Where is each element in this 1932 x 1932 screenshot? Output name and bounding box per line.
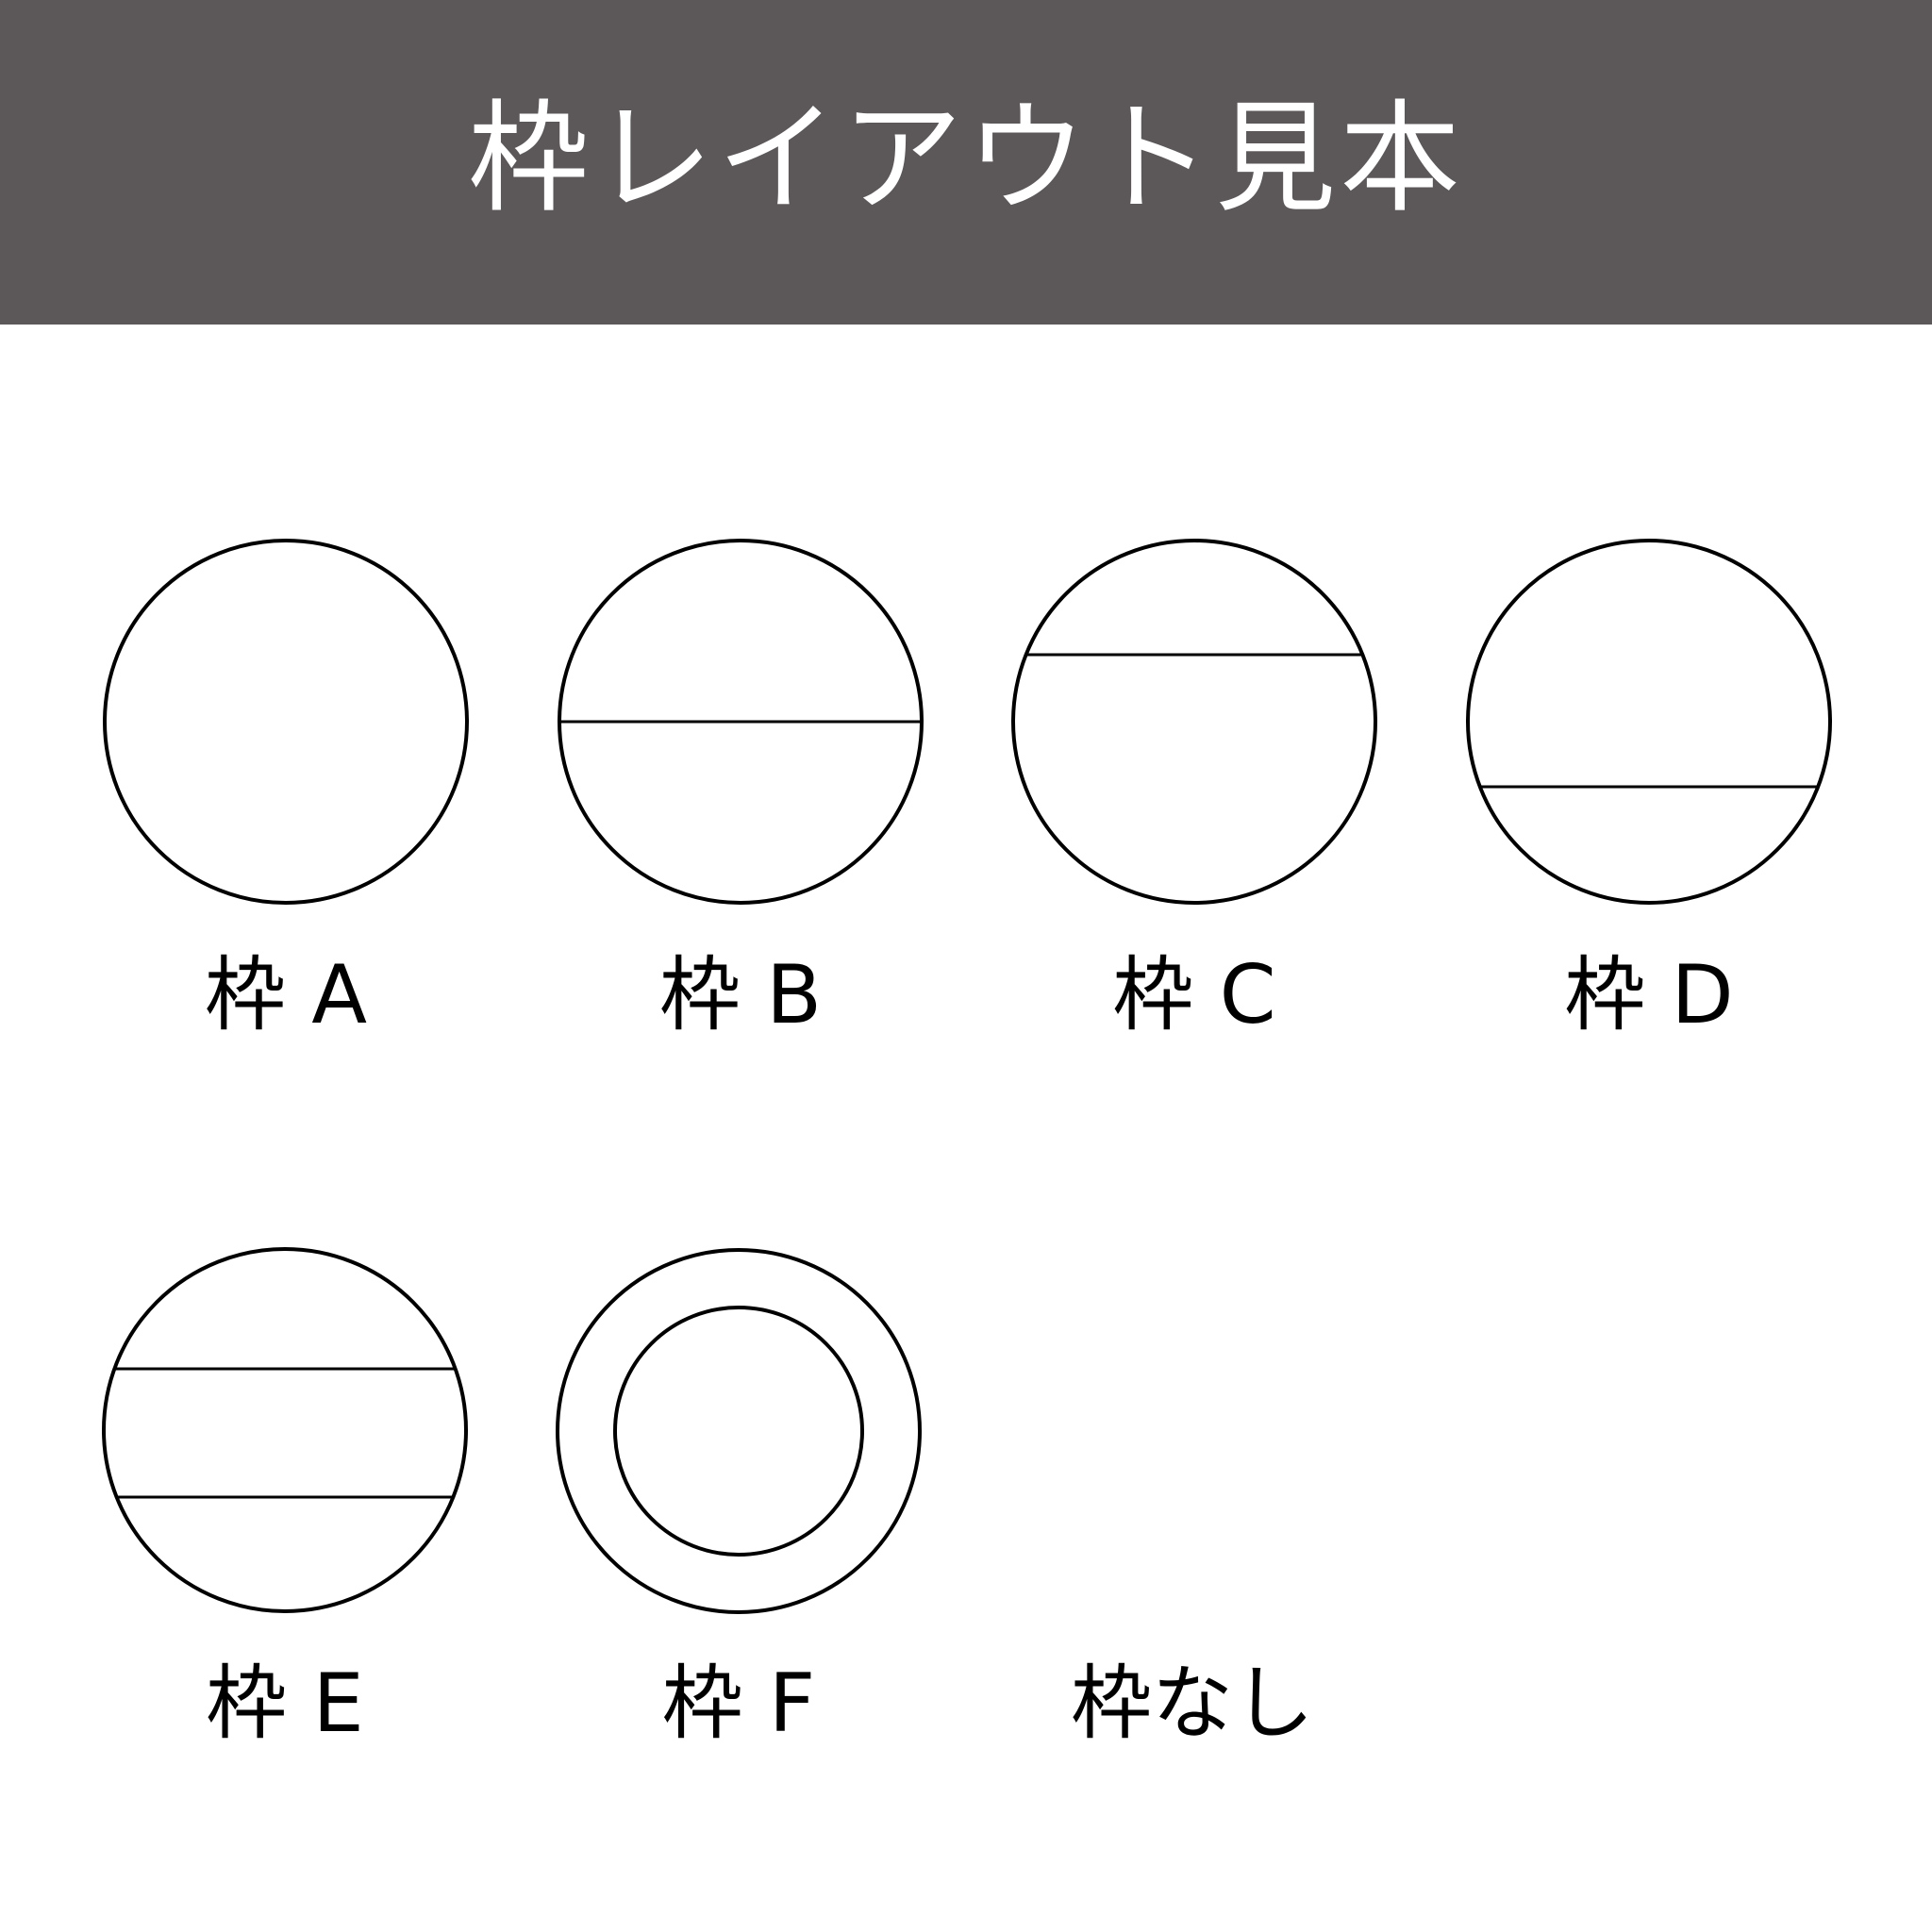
double-circle-icon <box>556 1248 922 1614</box>
frame-c-diagram <box>1006 533 1383 910</box>
page-title: 枠レイアウト見本 <box>467 89 1464 229</box>
circle-frame-icon <box>103 539 469 905</box>
circle-center-line-icon <box>558 539 924 905</box>
frame-a-label: 枠 A <box>204 948 368 1042</box>
frame-c-label: 枠 C <box>1112 948 1276 1042</box>
circle-two-lines-icon <box>102 1247 468 1613</box>
frame-f-label: 枠 F <box>661 1657 816 1751</box>
frame-b-diagram <box>552 533 929 910</box>
frame-d-diagram <box>1460 533 1838 910</box>
frame-f-diagram <box>550 1242 927 1620</box>
frame-b-label: 枠 B <box>658 948 823 1042</box>
circle-top-line-icon <box>1011 539 1377 905</box>
frame-d-label: 枠 D <box>1564 948 1734 1042</box>
frame-a-diagram <box>97 533 475 910</box>
frame-e-diagram <box>96 1241 474 1619</box>
header-banner: 枠レイアウト見本 <box>0 0 1932 325</box>
circle-bottom-line-icon <box>1466 539 1832 905</box>
no-frame-label: 枠なし <box>1071 1657 1314 1751</box>
frame-e-label: 枠 E <box>206 1657 364 1751</box>
